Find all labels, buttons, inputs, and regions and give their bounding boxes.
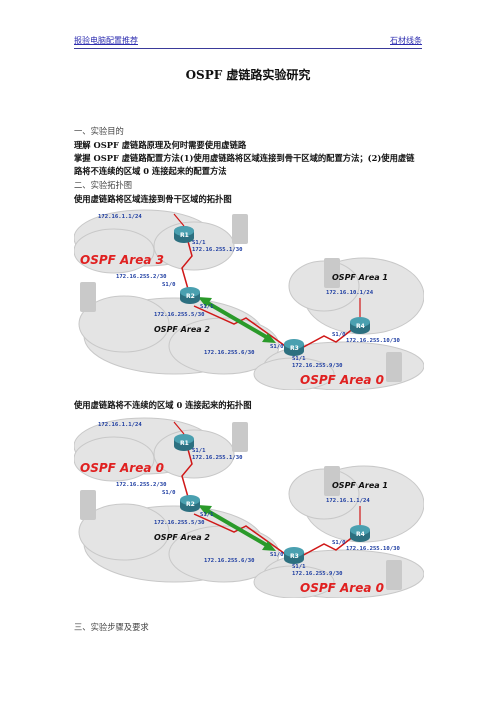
label-r1-network: 172.16.1.1/24 — [98, 422, 142, 428]
topology-figure-2: R1 R2 R3 R4 172.16.1.1/24 S1/1 172.16.25… — [74, 414, 424, 598]
router-label-r3: R3 — [290, 345, 299, 352]
label-r4-network: 172.16.10.1/24 — [326, 290, 374, 296]
label-r3-s10: S1/0 — [270, 344, 284, 350]
router-icon-r1 — [174, 434, 194, 451]
area-label-right-top: OSPF Area 1 — [332, 273, 388, 282]
purpose-line-1: 理解 OSPF 虚链路原理及何时需要使用虚链路 — [74, 140, 247, 150]
cloud-area-bottom — [253, 341, 424, 390]
purpose-line-3: 路将不连续的区域 0 连接起来的配置方法 — [74, 166, 227, 176]
area-label-bottom-right: OSPF Area 0 — [300, 581, 384, 595]
section-heading-steps: 三、实验步骤及要求 — [74, 622, 149, 632]
figure-caption-1: 使用虚链路将区域连接到骨干区域的拓扑图 — [74, 194, 232, 204]
label-r3-s10: S1/0 — [270, 552, 284, 558]
label-r4-s10: S1/0 — [332, 540, 346, 546]
router-icon-r1 — [174, 226, 194, 243]
label-r1-network: 172.16.1.1/24 — [98, 214, 142, 220]
label-r1-s11-ip: 172.16.255.1/30 — [192, 247, 243, 253]
router-icon-r4 — [350, 317, 370, 334]
area-label-middle: OSPF Area 2 — [154, 533, 210, 542]
cloud-area-bottom — [253, 549, 424, 598]
topology-figure-1: R1 R2 R3 R4 172.16.1.1/24 S1/1 172.16.25… — [74, 206, 424, 390]
label-r1-s11: S1/1 — [192, 240, 206, 246]
document-title: OSPF 虚链路实验研究 — [185, 68, 311, 82]
label-r2-s11-ip: 172.16.255.5/30 — [154, 312, 205, 318]
router-label-r4: R4 — [356, 323, 365, 330]
watermark-stamps — [80, 214, 402, 382]
virtual-link-arrow — [198, 297, 276, 343]
label-r1-s11-ip: 172.16.255.1/30 — [192, 455, 243, 461]
label-r2-s10: S1/0 — [162, 490, 176, 496]
router-icon-r3 — [284, 339, 304, 356]
router-label-r2: R2 — [186, 501, 195, 508]
cloud-area-middle — [78, 503, 280, 583]
router-label-r1: R1 — [180, 440, 189, 447]
page-header: 报验电脑配置推荐 石材线条 — [74, 36, 422, 49]
figure-caption-2: 使用虚链路将不连续的区域 0 连接起来的拓扑图 — [74, 400, 252, 410]
label-r3-s11: S1/1 — [292, 564, 306, 570]
cloud-area-top — [74, 417, 235, 482]
label-r1-s11: S1/1 — [192, 448, 206, 454]
router-icon-r2 — [180, 495, 200, 512]
section-heading-topology: 二、实验拓扑图 — [74, 180, 133, 190]
router-label-r4: R4 — [356, 531, 365, 538]
label-r3-s10-ip: 172.16.255.6/30 — [204, 350, 255, 356]
router-icon-r4 — [350, 525, 370, 542]
area-label-right-top: OSPF Area 1 — [332, 481, 388, 490]
label-r3-s11-ip: 172.16.255.9/30 — [292, 571, 343, 577]
header-link-left[interactable]: 报验电脑配置推荐 — [74, 36, 138, 45]
label-r3-s10-ip: 172.16.255.6/30 — [204, 558, 255, 564]
area-label-bottom-right: OSPF Area 0 — [300, 373, 384, 387]
label-r2-s11: S1/1 — [200, 512, 214, 518]
label-r2-s10-ip: 172.16.255.2/30 — [116, 482, 167, 488]
router-icon-r2 — [180, 287, 200, 304]
label-r3-s11: S1/1 — [292, 356, 306, 362]
router-label-r1: R1 — [180, 232, 189, 239]
label-r4-s10: S1/0 — [332, 332, 346, 338]
label-r2-s10-ip: 172.16.255.2/30 — [116, 274, 167, 280]
router-icon-r3 — [284, 547, 304, 564]
cloud-area-top — [74, 209, 235, 274]
watermark-stamps — [80, 422, 402, 590]
label-r4-s10-ip: 172.16.255.10/30 — [346, 546, 401, 552]
label-r2-s11-ip: 172.16.255.5/30 — [154, 520, 205, 526]
label-r2-s10: S1/0 — [162, 282, 176, 288]
area-label-middle: OSPF Area 2 — [154, 325, 210, 334]
router-label-r3: R3 — [290, 553, 299, 560]
label-r4-s10-ip: 172.16.255.10/30 — [346, 338, 401, 344]
area-label-top-left: OSPF Area 0 — [80, 461, 164, 475]
label-r2-s11: S1/1 — [200, 304, 214, 310]
label-r4-network: 172.16.1.1/24 — [326, 498, 370, 504]
router-label-r2: R2 — [186, 293, 195, 300]
label-r3-s11-ip: 172.16.255.9/30 — [292, 363, 343, 369]
section-heading-purpose: 一、实验目的 — [74, 126, 124, 136]
virtual-link-arrow — [198, 505, 276, 551]
area-label-top-left: OSPF Area 3 — [80, 253, 164, 267]
header-link-right[interactable]: 石材线条 — [390, 36, 422, 45]
purpose-line-2: 掌握 OSPF 虚链路配置方法(1)使用虚链路将区域连接到骨干区域的配置方法；(… — [74, 153, 415, 163]
